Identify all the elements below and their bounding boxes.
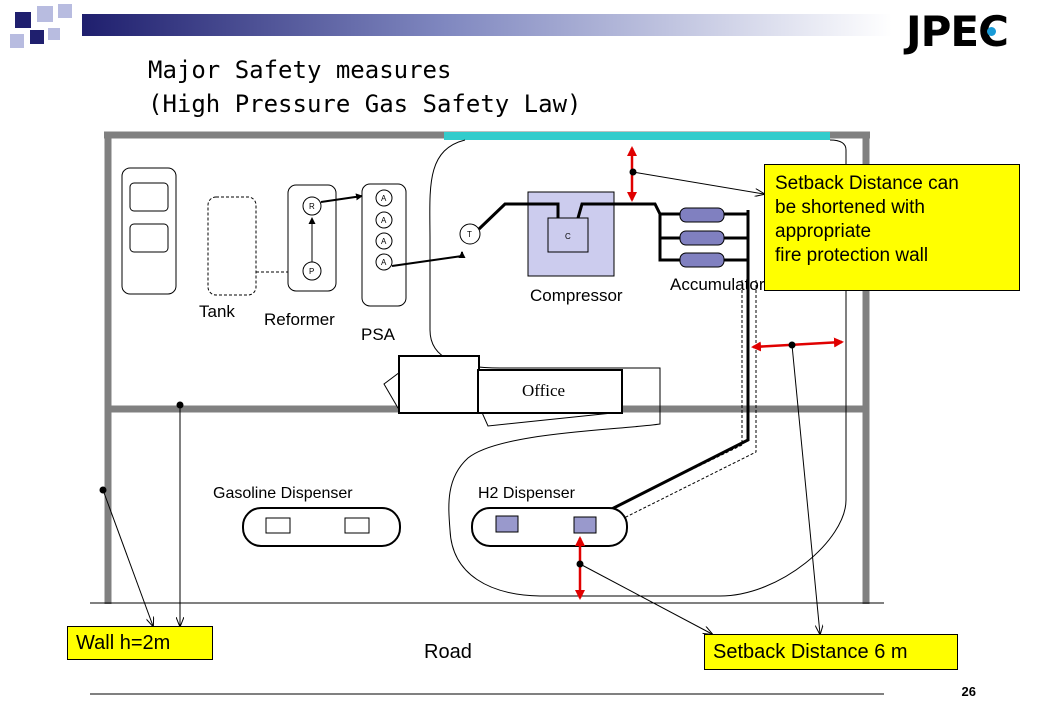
callout-line-3: appropriate xyxy=(775,221,872,242)
leader-bottom-to-setback xyxy=(579,563,712,634)
psa-a-letter-1: A xyxy=(381,194,387,203)
square-navy-1 xyxy=(15,12,31,28)
page-title-line1: Major Safety measures xyxy=(148,56,452,84)
callout-line-1: Setback Distance can xyxy=(775,173,959,194)
psa-unit-4 xyxy=(375,253,393,271)
lot-inner-box-2 xyxy=(129,223,169,253)
compressor-to-accumulator-pipe xyxy=(576,202,680,262)
reformer-p-letter: P xyxy=(309,267,314,276)
psa-unit-3 xyxy=(375,232,393,250)
tank-shape xyxy=(207,196,257,296)
leader-wall-left xyxy=(102,489,153,626)
t-unit xyxy=(459,223,481,245)
office-label: Office xyxy=(522,381,566,400)
psa-a-letter-4: A xyxy=(381,258,387,267)
square-light-3 xyxy=(30,30,44,44)
wall-height-callout: Wall h=2m xyxy=(67,626,213,660)
pipe-dashed-boundary-2 xyxy=(599,280,757,531)
lot-inner-box-1 xyxy=(129,182,169,212)
leader-right-to-setback xyxy=(791,344,820,634)
office-box xyxy=(477,369,623,414)
h2-dispenser-label: H2 Dispenser xyxy=(478,485,575,502)
road-label: Road xyxy=(424,641,472,663)
psa-unit-1 xyxy=(375,189,393,207)
psa-unit-2 xyxy=(375,211,393,229)
compressor-c-letter: C xyxy=(565,232,571,241)
accumulator-label: Accumulator xyxy=(670,275,765,294)
psa-a-letter-2: A xyxy=(381,216,387,225)
page-title-line2: (High Pressure Gas Safety Law) xyxy=(148,90,582,118)
psa-to-t-pipe xyxy=(391,251,466,267)
psa-label: PSA xyxy=(361,325,396,344)
accumulator-manifold-pipe xyxy=(585,210,750,524)
gasoline-dispenser-label: Gasoline Dispenser xyxy=(213,485,353,502)
h2-dispenser-island xyxy=(471,507,628,547)
corner-squares-decoration xyxy=(0,0,90,70)
psa-a-letter-3: A xyxy=(381,237,387,246)
reformer-label: Reformer xyxy=(264,310,335,329)
reformer-r-letter: R xyxy=(309,202,315,211)
reformer-r-unit xyxy=(302,196,322,216)
setback-boundary-outline xyxy=(429,139,847,597)
jpec-logo: JPEC xyxy=(906,6,1032,58)
t-to-compressor-pipe xyxy=(477,202,560,231)
square-light-2 xyxy=(10,34,24,48)
callout-line-4: fire protection wall xyxy=(775,245,929,266)
square-light-1 xyxy=(37,6,53,22)
accumulator-cylinder-2 xyxy=(679,230,725,246)
logo-blue-dot-icon xyxy=(987,27,996,36)
h2-nozzle-1 xyxy=(495,515,519,533)
leader-top-to-callout xyxy=(632,171,764,194)
compressor-label: Compressor xyxy=(530,286,623,305)
reformer-to-psa-pipe xyxy=(320,193,363,203)
tank-label: Tank xyxy=(199,302,235,321)
compressor-unit xyxy=(547,217,589,253)
page-number: 26 xyxy=(961,684,976,699)
pipe-dashed-boundary-1 xyxy=(595,280,743,517)
gasoline-nozzle-1 xyxy=(265,517,291,534)
square-navy-2 xyxy=(58,4,72,18)
setback-fire-wall-callout: Setback Distance can be shortened with a… xyxy=(764,164,1020,291)
accumulator-cylinder-3 xyxy=(679,252,725,268)
setback-arrow-right xyxy=(751,337,844,352)
square-light-4 xyxy=(48,28,60,40)
header-gradient-rule xyxy=(82,14,892,36)
t-unit-letter: T xyxy=(467,230,472,239)
h2-nozzle-2 xyxy=(573,516,597,534)
accumulator-cylinder-1 xyxy=(679,207,725,223)
setback-distance-callout: Setback Distance 6 m xyxy=(704,634,958,670)
gasoline-nozzle-2 xyxy=(344,517,370,534)
office-left-block xyxy=(398,355,480,414)
cyan-fire-wall xyxy=(444,132,830,140)
callout-line-2: be shortened with xyxy=(775,197,925,218)
